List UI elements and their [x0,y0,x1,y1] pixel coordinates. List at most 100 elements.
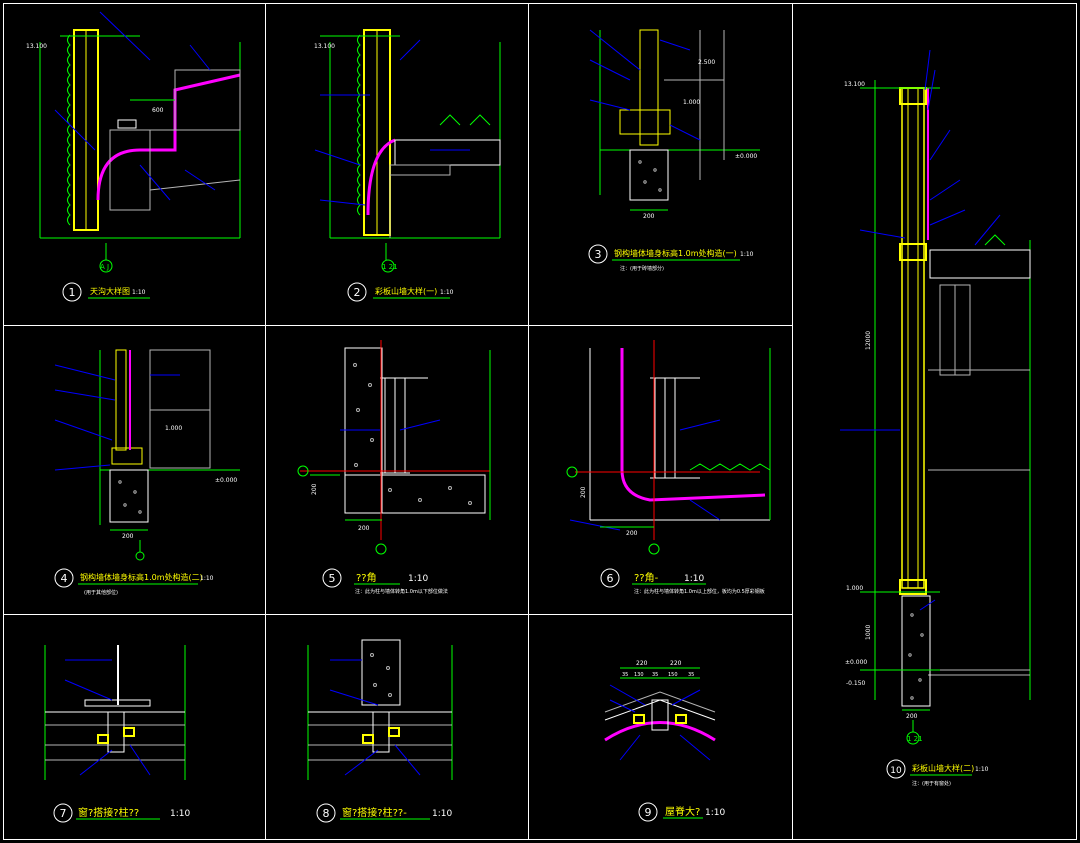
detail-2-number: 2 [354,286,361,299]
detail-10-number-circle [886,759,906,779]
d9-sub-dim-2: 130 [634,672,644,678]
d6-axis-circle-bottom [648,543,660,555]
detail-8-caption: 8 窗?搭接?柱??- 1:10 [316,803,452,823]
detail-1-number: 1 [69,286,76,299]
detail-9-title: 屋脊大? [665,805,700,818]
detail-6-number: 6 [607,572,614,585]
d1-axis-bubble: A J [99,259,113,273]
d10-elev-mid: 1.000 [846,585,863,592]
detail-1-number-circle [62,282,82,302]
detail-10-note: 注：(用于有窗处) [912,780,951,787]
d6-height: 200 [580,486,587,498]
d3-elev-a: 2.500 [698,59,715,66]
d5-width: 200 [358,525,370,532]
detail-7-number: 7 [60,807,67,820]
detail-5-note: 注：此为柱与墙体转角1.0m以下部位做法 [355,588,448,595]
detail-10-title: 彩板山墙大样(二) [912,763,974,773]
d10-width: 200 [906,713,918,720]
detail-5-scale: 1:10 [408,574,428,584]
detail-10-caption: 10 彩板山墙大样(二) 1:10 注：(用于有窗处) [886,759,989,787]
detail-9-ridge-drawing [604,667,716,761]
d10-elev-low: -0.150 [846,680,866,687]
d9-sub-dim-1: 35 [622,672,628,678]
d10-elev-top: 13.100 [844,81,865,88]
d5-height: 200 [311,483,318,495]
detail-4-number-circle [54,568,74,588]
d9-top-dim-1: 220 [636,660,648,667]
d2-axis-label: 1 21 [382,263,398,271]
detail-1-gutter-drawing [39,11,241,260]
detail-2-number-circle [347,282,367,302]
d5-axis-circle-left [297,465,309,477]
detail-5-number: 5 [329,572,336,585]
panel-grid [3,3,1077,840]
detail-7-window-column-drawing [44,645,186,780]
detail-8-number-circle [316,803,336,823]
detail-8-number: 8 [323,807,330,820]
detail-2-title: 彩板山墙大样(一) [375,286,437,296]
d4-width: 200 [122,533,134,540]
d10-height-1: 12000 [865,331,872,350]
d9-sub-dim-3: 35 [652,672,658,678]
detail-3-note: 注：(用于砖墙部分) [620,265,664,272]
d6-width: 200 [626,530,638,537]
d6-axis-circle-left [566,466,578,478]
detail-1-scale: 1:10 [132,289,146,296]
detail-9-number: 9 [645,806,652,819]
d1-elevation-label: 13.100 [26,43,47,50]
d1-axis-label: A J [100,263,109,271]
d10-height-2: 1000 [865,625,872,640]
detail-2-caption: 2 彩板山墙大样(一) 1:10 [347,282,454,302]
detail-7-caption: 7 窗?搭接?柱?? 1:10 [53,803,190,823]
detail-10-scale: 1:10 [975,766,989,773]
d5-axis-circle-bottom [375,543,387,555]
detail-5-number-circle [322,568,342,588]
d3-elev-c: ±0.000 [735,153,757,160]
d10-axis-bubble: 1 21 [906,731,923,745]
detail-9-scale: 1:10 [705,808,725,818]
d9-sub-dim-5: 35 [688,672,694,678]
detail-6-corner-drawing [569,340,771,540]
detail-6-scale: 1:10 [684,574,704,584]
detail-7-scale: 1:10 [170,809,190,819]
d10-elev-zero: ±0.000 [845,659,867,666]
d3-elev-b: 1.000 [683,99,700,106]
detail-3-wall-base-drawing [589,29,760,211]
detail-3-number: 3 [595,248,602,261]
detail-4-caption: 4 钢构墙体墙身标高1.0m处构造(二) 1:10 (用于其他部位) [54,568,214,596]
detail-4-number: 4 [61,572,68,585]
detail-1-caption: 1 天沟大样图 1:10 [62,282,150,302]
detail-8-window-column-drawing [307,639,453,780]
d10-axis-label: 1 21 [907,735,923,743]
detail-4-wall-base-drawing [54,349,240,561]
detail-2-gable-wall-drawing [314,29,501,260]
d9-top-dim-2: 220 [670,660,682,667]
detail-4-scale: 1:10 [200,575,214,582]
detail-6-number-circle [600,568,620,588]
detail-3-title: 钢构墙体墙身标高1.0m处构造(一) [614,248,737,258]
detail-5-title: ??角 [356,572,377,584]
d1-width-label: 600 [152,107,164,114]
d9-sub-dim-4: 150 [668,672,678,678]
detail-5-corner-drawing [300,340,491,540]
detail-5-caption: 5 ??角 1:10 注：此为柱与墙体转角1.0m以下部位做法 [322,568,448,595]
d4-elev-b: ±0.000 [215,477,237,484]
detail-1-title: 天沟大样图 [90,286,130,296]
d2-elevation-label: 13.100 [314,43,335,50]
detail-8-scale: 1:10 [432,809,452,819]
detail-7-title: 窗?搭接?柱?? [78,806,139,819]
detail-6-caption: 6 ??角- 1:10 注：此为柱与墙体转角1.0m以上部位，板均为0.5厚彩钢… [600,568,765,595]
detail-6-note: 注：此为柱与墙体转角1.0m以上部位，板均为0.5厚彩钢板 [634,588,765,595]
detail-9-number-circle [638,802,658,822]
d4-elev-a: 1.000 [165,425,182,432]
detail-10-gable-wall-drawing [840,49,1031,732]
d3-width: 200 [643,213,655,220]
detail-4-title: 钢构墙体墙身标高1.0m处构造(二) [80,572,203,582]
detail-4-note: (用于其他部位) [84,589,118,596]
detail-3-number-circle [588,244,608,264]
detail-2-scale: 1:10 [440,289,454,296]
detail-7-number-circle [53,803,73,823]
detail-10-number: 10 [890,766,902,776]
detail-8-title: 窗?搭接?柱??- [342,806,407,819]
